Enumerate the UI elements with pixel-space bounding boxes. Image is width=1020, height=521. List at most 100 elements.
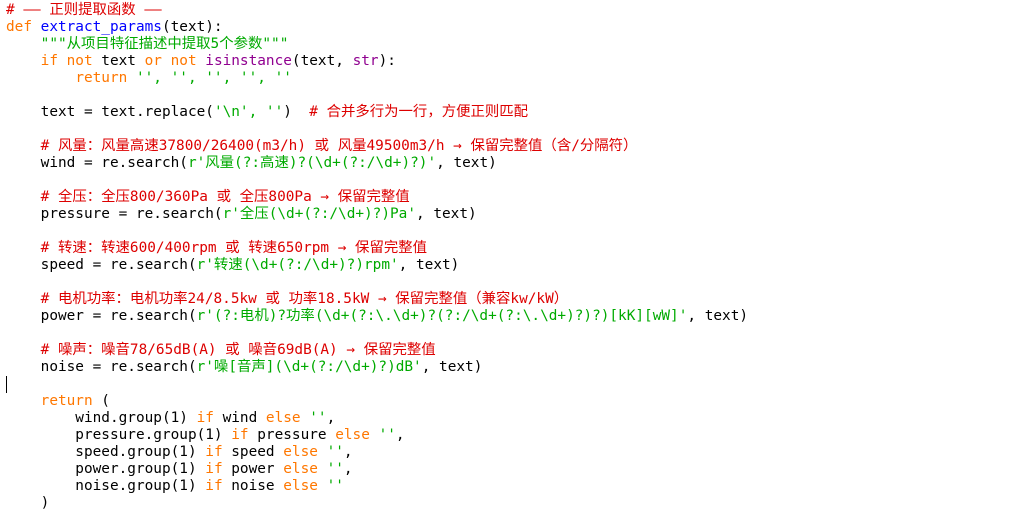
code-token-plain: noise — [222, 478, 284, 494]
code-token-kw: if — [231, 427, 249, 443]
code-token-plain — [6, 53, 41, 69]
code-line[interactable]: if not text or not isinstance(text, str)… — [6, 53, 748, 70]
code-token-plain: speed — [222, 444, 284, 460]
code-token-builtin: str — [352, 53, 379, 69]
code-token-plain: , — [395, 427, 405, 443]
code-line-blank[interactable] — [6, 172, 748, 189]
code-token-str: r'风量(?:高速)?(\d+(?:/\d+)?)' — [187, 155, 437, 171]
code-token-plain: noise.group(1) — [6, 478, 206, 494]
code-token-kw: else — [283, 461, 318, 477]
code-line[interactable]: return ( — [6, 393, 748, 410]
code-token-plain: wind = re.search( — [6, 155, 188, 171]
code-token-kw: if not — [40, 53, 93, 69]
code-token-str: '' — [326, 478, 344, 494]
code-line[interactable]: noise.group(1) if noise else '' — [6, 478, 748, 495]
code-line-blank[interactable] — [6, 121, 748, 138]
code-token-plain: ) — [6, 495, 50, 511]
code-token-str: '' — [378, 427, 396, 443]
code-token-plain: power — [222, 461, 284, 477]
code-token-plain: power.group(1) — [6, 461, 206, 477]
code-token-plain — [6, 393, 41, 409]
code-token-comment: # 合并多行为一行，方便正则匹配 — [309, 104, 529, 120]
code-token-str: r'(?:电机)?功率(\d+(?:\.\d+)?(?:/\d+(?:\.\d+… — [196, 308, 688, 324]
code-token-plain: power = re.search( — [6, 308, 197, 324]
code-line[interactable]: # 风量：风量高速37800/26400(m3/h) 或 风量49500m3/h… — [6, 138, 748, 155]
code-token-kw: else — [283, 444, 318, 460]
code-token-plain: , — [343, 461, 353, 477]
code-line[interactable]: speed = re.search(r'转速(\d+(?:/\d+)?)rpm'… — [6, 257, 748, 274]
code-line[interactable]: noise = re.search(r'噪[音声](\d+(?:/\d+)?)d… — [6, 359, 748, 376]
code-token-plain: pressure = re.search( — [6, 206, 223, 222]
code-line[interactable]: # 转速：转速600/400rpm 或 转速650rpm → 保留完整值 — [6, 240, 748, 257]
code-token-plain — [6, 70, 75, 86]
code-line[interactable]: # —— 正则提取函数 —— — [6, 2, 748, 19]
code-line[interactable]: ) — [6, 495, 748, 512]
code-token-plain — [318, 461, 327, 477]
code-token-plain — [301, 410, 310, 426]
code-token-kw: return — [40, 393, 93, 409]
code-line[interactable]: # 噪声：噪音78/65dB(A) 或 噪音69dB(A) → 保留完整值 — [6, 342, 748, 359]
code-token-comment: # 噪声：噪音78/65dB(A) 或 噪音69dB(A) → 保留完整值 — [6, 342, 436, 358]
code-line-blank[interactable] — [6, 325, 748, 342]
code-token-str: '' — [326, 444, 344, 460]
code-text-area[interactable]: # —— 正则提取函数 ——def extract_params(text): … — [6, 2, 748, 512]
editor-gutter — [0, 0, 4, 521]
code-token-plain: ( — [92, 393, 110, 409]
code-token-comment: # —— 正则提取函数 —— — [6, 2, 162, 18]
code-token-str: '' — [309, 410, 327, 426]
code-token-kw: if — [196, 410, 214, 426]
code-line-blank[interactable] — [6, 376, 748, 393]
code-token-plain: , text) — [436, 155, 497, 171]
code-token-plain: pressure — [248, 427, 336, 443]
code-token-def: extract_params — [40, 19, 162, 35]
code-token-plain: pressure.group(1) — [6, 427, 232, 443]
code-token-str: '', '', '', '', '' — [127, 70, 292, 86]
code-line[interactable]: text = text.replace('\n', '') # 合并多行为一行，… — [6, 104, 748, 121]
code-token-plain: text — [92, 53, 145, 69]
code-token-plain — [318, 478, 327, 494]
code-token-str: '' — [326, 461, 344, 477]
code-token-plain: , text) — [687, 308, 749, 324]
code-line[interactable]: power.group(1) if power else '', — [6, 461, 748, 478]
code-token-kw: return — [75, 70, 128, 86]
code-line[interactable]: pressure.group(1) if pressure else '', — [6, 427, 748, 444]
code-line[interactable]: power = re.search(r'(?:电机)?功率(\d+(?:\.\d… — [6, 308, 748, 325]
code-line-blank[interactable] — [6, 274, 748, 291]
code-token-plain: noise = re.search( — [6, 359, 197, 375]
code-token-comment: # 转速：转速600/400rpm 或 转速650rpm → 保留完整值 — [6, 240, 428, 256]
text-cursor — [6, 376, 7, 393]
code-token-str: r'全压(\d+(?:/\d+)?)Pa' — [222, 206, 417, 222]
code-token-str: r'噪[音声](\d+(?:/\d+)?)dB' — [196, 359, 422, 375]
code-token-plain: speed = re.search( — [6, 257, 197, 273]
code-token-plain: speed.group(1) — [6, 444, 206, 460]
code-token-plain: (text, — [291, 53, 353, 69]
code-token-plain: wind.group(1) — [6, 410, 197, 426]
code-line[interactable]: pressure = re.search(r'全压(\d+(?:/\d+)?)P… — [6, 206, 748, 223]
code-token-plain: , text) — [421, 359, 483, 375]
code-line[interactable]: """从项目特征描述中提取5个参数""" — [6, 36, 748, 53]
code-line-blank[interactable] — [6, 223, 748, 240]
code-token-kw: if — [205, 444, 223, 460]
code-token-plain: , text) — [416, 206, 477, 222]
code-token-str: '\n', '' — [213, 104, 284, 120]
code-token-kw: if — [205, 461, 223, 477]
code-token-kw: else — [265, 410, 301, 426]
code-line[interactable]: def extract_params(text): — [6, 19, 748, 36]
code-token-plain: , — [326, 410, 336, 426]
code-line[interactable]: # 电机功率：电机功率24/8.5kw 或 功率18.5kW → 保留完整值（兼… — [6, 291, 748, 308]
code-token-kw: def — [6, 19, 41, 35]
code-token-kw: else — [283, 478, 318, 494]
code-token-kw: else — [335, 427, 370, 443]
code-line[interactable]: # 全压：全压800/360Pa 或 全压800Pa → 保留完整值 — [6, 189, 748, 206]
code-token-plain — [318, 444, 327, 460]
code-line-blank[interactable] — [6, 87, 748, 104]
code-line[interactable]: return '', '', '', '', '' — [6, 70, 748, 87]
code-token-plain: ) — [283, 104, 310, 120]
code-line[interactable]: wind.group(1) if wind else '', — [6, 410, 748, 427]
code-line[interactable]: speed.group(1) if speed else '', — [6, 444, 748, 461]
code-token-plain — [370, 427, 379, 443]
code-token-kw: if — [205, 478, 223, 494]
code-line[interactable]: wind = re.search(r'风量(?:高速)?(\d+(?:/\d+)… — [6, 155, 748, 172]
code-token-comment: # 风量：风量高速37800/26400(m3/h) 或 风量49500m3/h… — [6, 138, 638, 154]
